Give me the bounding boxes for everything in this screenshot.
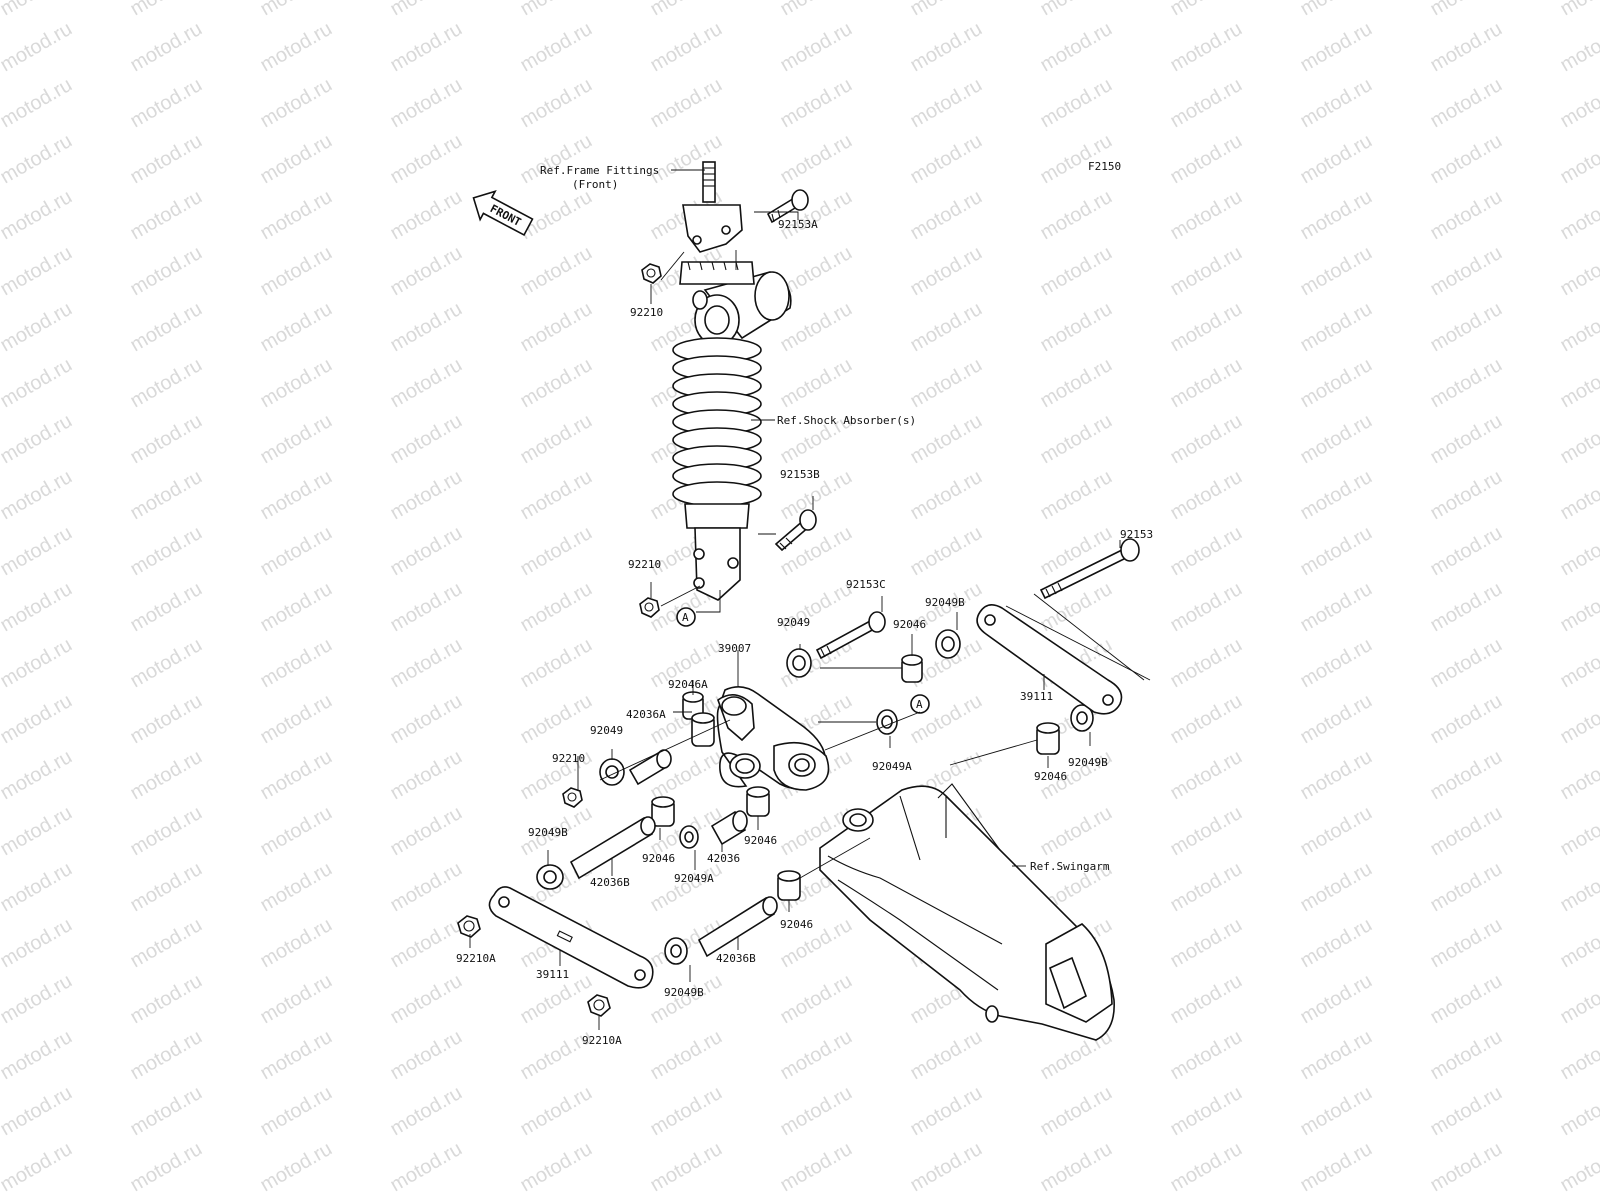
frame-fitting-bracket: [682, 161, 743, 253]
collar-42036b-bottom: [697, 896, 778, 958]
bolt-92153: [1039, 538, 1140, 600]
part-label-39111-left: 39111: [536, 968, 569, 981]
part-label-92049b-left: 92049B: [528, 826, 568, 839]
part-label-92153: 92153: [1120, 528, 1153, 541]
collar-42036a: [628, 749, 672, 786]
washer-92049-left: [599, 758, 625, 786]
washer-92049a-bottom: [679, 825, 699, 849]
bolt-92153c: [815, 611, 886, 660]
part-label-92046-top: 92046: [893, 618, 926, 631]
bearing-92046-b1: [651, 796, 675, 827]
part-label-92153c: 92153C: [846, 578, 886, 591]
part-label-92153a: 92153A: [778, 218, 818, 231]
collar-42036: [710, 810, 748, 846]
nut-92210a-left: [457, 915, 481, 938]
ref-shock-absorber-label: Ref.Shock Absorber(s): [777, 414, 916, 427]
nut-92210-top: [641, 263, 662, 284]
front-arrow-icon: FRONT: [472, 189, 534, 237]
bearing-92046-top: [901, 654, 923, 683]
nut-92210-left: [562, 787, 583, 808]
bolt-92153a: [766, 189, 809, 224]
ref-frame-fittings-label: Ref.Frame Fittings: [540, 164, 659, 177]
part-label-92046-b2: 92046: [744, 834, 777, 847]
tie-rod-39111-right: [976, 604, 1123, 715]
part-label-92049b-bottom: 92049B: [664, 986, 704, 999]
leader-lines: [469, 169, 1151, 1030]
part-label-92049b-r2: 92049B: [1068, 756, 1108, 769]
part-label-92046-b3: 92046: [780, 918, 813, 931]
marker-a-link: A: [910, 694, 930, 714]
ref-frame-fittings-sub-label: (Front): [572, 178, 618, 191]
washer-92049b-r2: [1070, 704, 1094, 732]
part-label-92049-top: 92049: [777, 616, 810, 629]
part-label-42036b-bottom: 42036B: [716, 952, 756, 965]
marker-a-shock: A: [676, 607, 696, 627]
nut-92210-mid: [639, 597, 660, 618]
part-label-92210-top: 92210: [630, 306, 663, 319]
washer-92049b-bottom: [664, 937, 688, 965]
collar-42036b-left: [569, 816, 656, 880]
part-label-42036a: 42036A: [626, 708, 666, 721]
part-label-92210-mid: 92210: [628, 558, 661, 571]
part-label-39007: 39007: [718, 642, 751, 655]
washer-92049b-r1: [935, 629, 961, 659]
part-label-39111-right: 39111: [1020, 690, 1053, 703]
part-label-92046-b1: 92046: [642, 852, 675, 865]
rocker-arm-39007: [716, 686, 830, 791]
part-label-92049-left: 92049: [590, 724, 623, 737]
part-label-92049a-bottom: 92049A: [674, 872, 714, 885]
part-label-92210a-bottom: 92210A: [582, 1034, 622, 1047]
bearing-92046-right: [1036, 722, 1060, 755]
bearing-92046-b3: [777, 870, 801, 901]
part-label-92210a-left: 92210A: [456, 952, 496, 965]
part-label-92046-right: 92046: [1034, 770, 1067, 783]
ref-swingarm-label: Ref.Swingarm: [1030, 860, 1110, 873]
part-label-92049a-mid: 92049A: [872, 760, 912, 773]
part-label-92210-left: 92210: [552, 752, 585, 765]
bearing-92046-b2: [746, 786, 770, 817]
washer-92049-top: [786, 648, 812, 678]
part-label-92046a: 92046A: [668, 678, 708, 691]
swingarm: [819, 783, 1115, 1041]
washer-92049a-mid: [876, 709, 898, 735]
shock-absorber: [672, 261, 792, 601]
bearing-42036a: [691, 712, 715, 747]
figure-code: F2150: [1088, 160, 1121, 173]
tie-rod-39111-left: [488, 886, 654, 989]
part-label-42036: 42036: [707, 852, 740, 865]
marker-a-link-text: A: [916, 698, 923, 711]
part-label-42036b-left: 42036B: [590, 876, 630, 889]
part-label-92049b-r1: 92049B: [925, 596, 965, 609]
part-label-92153b: 92153B: [780, 468, 820, 481]
washer-92049b-left: [536, 864, 564, 890]
marker-a-shock-text: A: [682, 611, 689, 624]
bolt-92153b: [774, 509, 817, 552]
nut-92210a-bottom: [587, 994, 611, 1017]
